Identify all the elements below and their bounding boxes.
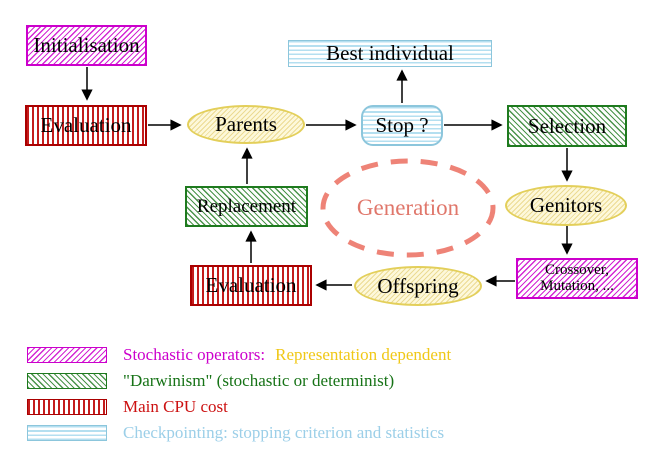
legend-checkpointing-text: Checkpointing: stopping criterion and st…: [123, 423, 445, 442]
node-parents: Parents: [187, 105, 305, 144]
node-offspring-label: Offspring: [377, 273, 459, 298]
node-evaluation-top-label: Evaluation: [40, 113, 132, 138]
legend-swatch-magenta-hatch: [27, 347, 107, 363]
legend-darwinism-text: "Darwinism" (stochastic or determinist): [123, 371, 395, 390]
node-best-individual: Best individual: [288, 40, 492, 67]
legend-representation-dependent-text: Representation dependent: [275, 345, 452, 364]
node-evaluation-top: Evaluation: [25, 105, 147, 146]
node-initialisation-label: Initialisation: [33, 33, 140, 58]
node-stop-label: Stop ?: [375, 113, 429, 138]
node-crossover-mutation: Crossover, Mutation, ...: [516, 258, 638, 299]
node-best-individual-label: Best individual: [326, 41, 454, 66]
node-crossover-line1: Crossover,: [545, 261, 609, 278]
legend-stochastic-operators-text: Stochastic operators:: [123, 345, 266, 364]
node-stop: Stop ?: [361, 105, 443, 146]
node-replacement-label: Replacement: [196, 195, 297, 217]
node-genitors: Genitors: [505, 185, 627, 226]
legend-swatch-green-hatch: [27, 373, 107, 389]
node-genitors-label: Genitors: [529, 193, 603, 218]
legend-swatch-cyan-stripes: [27, 425, 107, 441]
generation-label: Generation: [356, 195, 460, 220]
legend-row-darwinism: "Darwinism" (stochastic or determinist): [27, 371, 394, 391]
node-evaluation-bottom-label: Evaluation: [205, 273, 297, 298]
legend-row-checkpointing: Checkpointing: stopping criterion and st…: [27, 423, 444, 443]
node-parents-label: Parents: [215, 112, 277, 137]
node-offspring: Offspring: [354, 266, 482, 306]
node-replacement: Replacement: [185, 186, 308, 227]
node-evaluation-bottom: Evaluation: [190, 265, 312, 306]
node-initialisation: Initialisation: [26, 25, 147, 66]
legend-swatch-red-stripes: [27, 399, 107, 415]
node-selection-label: Selection: [527, 113, 607, 138]
node-crossover-line2: Mutation, ...: [540, 277, 614, 294]
legend-row-stochastic: Stochastic operators: Representation dep…: [27, 345, 451, 365]
node-selection: Selection: [507, 105, 627, 147]
legend-row-cpu-cost: Main CPU cost: [27, 397, 228, 417]
dashed-ellipse: [320, 158, 496, 258]
legend-main-cpu-cost-text: Main CPU cost: [123, 397, 228, 416]
generation-cycle-ellipse: Generation: [315, 155, 501, 261]
